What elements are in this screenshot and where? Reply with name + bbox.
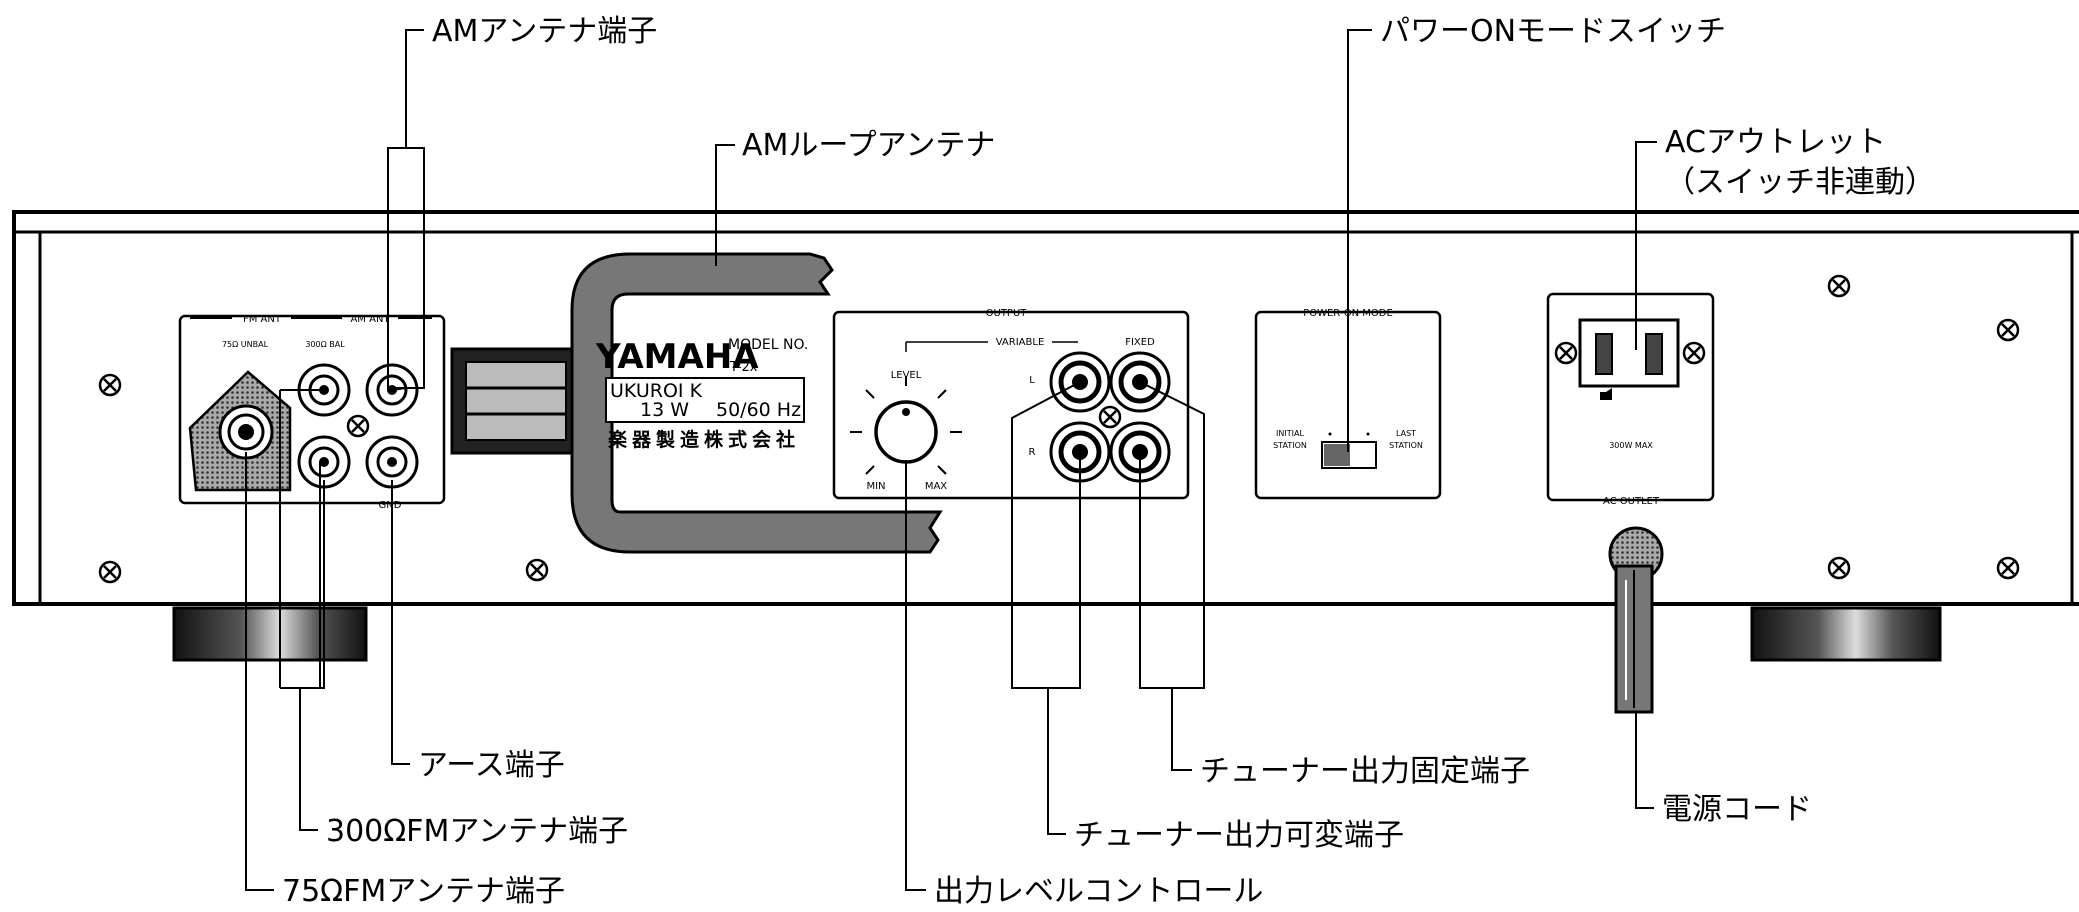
min-label: MIN (866, 481, 885, 492)
screw-icon (346, 414, 370, 438)
fm-300-bal-label: 300Ω BAL (305, 340, 345, 349)
output-panel: OUTPUT VARIABLE FIXED LEVEL MIN MAX L R (832, 308, 1190, 500)
last-label: LAST (1396, 429, 1416, 438)
fm-75-coax-socket[interactable] (218, 404, 274, 460)
last-station-label: STATION (1389, 441, 1423, 450)
screw-icon (1996, 556, 2020, 580)
initial-label: INITIAL (1276, 429, 1304, 438)
gnd-label: GND (379, 500, 402, 511)
fm-ant-label: FM ANT (243, 314, 282, 325)
brand-logo: YAMAHA (595, 337, 759, 377)
antenna-terminal-panel: FM ANT AM ANT 75Ω UNBAL 300Ω BAL GND (178, 314, 446, 511)
callout-power-on-mode-switch: パワーONモードスイッチ (1380, 14, 1726, 49)
max-label: MAX (925, 481, 947, 492)
fm-75-unbal-label: 75Ω UNBAL (222, 340, 269, 349)
callout-output-level-control: 出力レベルコントロール (934, 874, 1263, 908)
model-no-label: MODEL NO. (728, 337, 808, 353)
nameplate: YAMAHA MODEL NO. T-2x UKUROI K 13 W 50/6… (595, 337, 808, 451)
callout-am-antenna-terminal: AMアンテナ端子 (432, 14, 657, 49)
leader-lines (245, 29, 1657, 891)
callout-tuner-output-fixed: チューナー出力固定端子 (1200, 754, 1530, 789)
fixed-label: FIXED (1125, 337, 1155, 348)
channel-l-label: L (1029, 375, 1035, 386)
output-label: OUTPUT (986, 308, 1028, 319)
level-label: LEVEL (891, 370, 922, 381)
screw-icon (525, 558, 549, 582)
ac-outlet-label: AC OUTLET (1603, 496, 1660, 507)
ac-outlet-socket[interactable] (1578, 318, 1680, 388)
screw-icon (1996, 318, 2020, 342)
model-value: T-2x (729, 360, 758, 375)
ground-symbol-icon (1600, 388, 1612, 400)
channel-r-label: R (1029, 447, 1036, 458)
screw-icon (98, 560, 122, 584)
company-name: 楽器製造株式会社 (608, 428, 800, 451)
frequency-rating: 50/60 Hz (716, 399, 801, 421)
foot-left (172, 606, 368, 662)
callout-fm-300-terminal: 300ΩFMアンテナ端子 (326, 814, 628, 849)
screw-icon (1827, 556, 1851, 580)
callout-power-cord: 電源コード (1662, 792, 1812, 827)
callout-fm-75-terminal: 75ΩFMアンテナ端子 (282, 874, 565, 908)
outlet-rating-label: 300W MAX (1609, 441, 1653, 450)
gnd-terminal[interactable] (365, 435, 419, 489)
maker-line: UKUROI K (610, 380, 703, 402)
am-loop-antenna (450, 252, 943, 554)
screw-icon (1098, 405, 1122, 429)
power-rating: 13 W (640, 399, 689, 421)
callout-am-loop-antenna: AMループアンテナ (742, 128, 995, 163)
callout-labels: AMアンテナ端子 AMループアンテナ パワーONモードスイッチ ACアウトレット… (282, 14, 1935, 909)
ac-outlet-panel: AC OUTLET 300W MAX (1546, 292, 1715, 507)
callout-tuner-output-variable: チューナー出力可変端子 (1074, 818, 1404, 853)
callout-earth-terminal: アース端子 (418, 748, 565, 783)
callout-ac-outlet-note: （スイッチ非連動） (1665, 165, 1935, 200)
am-ant-label: AM ANT (350, 314, 390, 325)
power-cord (1608, 526, 1664, 714)
variable-label: VARIABLE (996, 337, 1045, 348)
screw-icon (98, 373, 122, 397)
screw-icon (1682, 341, 1706, 365)
foot-right (1750, 606, 1942, 662)
screw-icon (1554, 341, 1578, 365)
screws (98, 274, 2020, 584)
callout-ac-outlet: ACアウトレット (1665, 125, 1886, 160)
screw-icon (1827, 274, 1851, 298)
initial-station-label: STATION (1273, 441, 1307, 450)
fm-300-terminal-bottom[interactable] (297, 435, 351, 489)
